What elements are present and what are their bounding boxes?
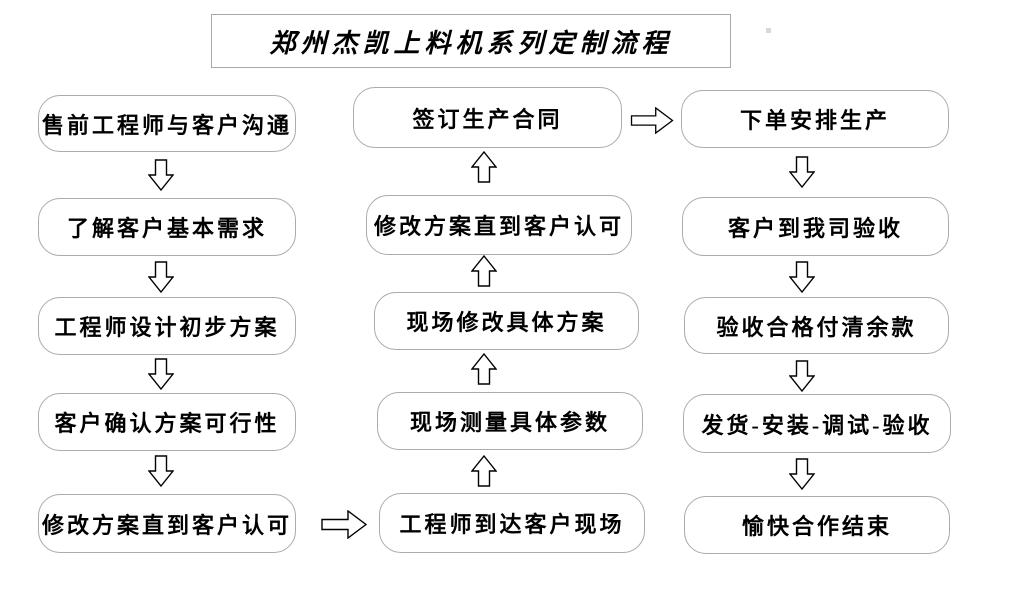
flow-node-label: 工程师到达客户现场 [399,512,625,537]
arrow-up-icon [471,151,497,183]
flow-node-middle-3: 现场修改具体方案 [374,292,639,350]
arrow-down-icon [148,159,174,191]
flow-node-label: 愉快合作结束 [741,514,892,539]
flow-node-label: 签订生产合同 [412,106,563,132]
flow-node-right-2: 客户到我司验收 [682,197,949,256]
flow-node-label: 下单安排生产 [739,108,890,133]
flow-node-label: 了解客户基本需求 [66,216,267,241]
flow-node-left-3: 工程师设计初步方案 [38,297,296,355]
flow-node-label: 客户到我司验收 [727,215,903,241]
flow-node-left-1: 售前工程师与客户沟通 [38,95,296,152]
arrow-down-icon [148,358,174,390]
arrow-down-icon [148,455,174,487]
arrow-right-icon [630,107,674,134]
flow-node-right-3: 验收合格付清余款 [684,297,949,354]
arrow-down-icon [789,360,815,392]
flow-node-label: 验收合格付清余款 [716,314,917,340]
flow-node-right-1: 下单安排生产 [681,90,949,148]
flow-node-label: 现场修改具体方案 [406,310,607,335]
flow-node-label: 现场测量具体参数 [409,410,610,435]
arrow-down-icon [789,156,815,188]
flow-node-label: 修改方案直到客户认可 [41,512,292,538]
flow-node-middle-5: 工程师到达客户现场 [379,493,645,553]
flow-node-left-2: 了解客户基本需求 [38,198,296,256]
arrow-down-icon [789,458,815,490]
diagram-title: 郑州杰凯上料机系列定制流程 [269,28,673,58]
arrow-up-icon [471,455,497,487]
flow-node-label: 售前工程师与客户沟通 [41,112,292,138]
arrow-right-icon [321,510,367,539]
flow-node-right-4: 发货-安装-调试-验收 [683,394,951,453]
flow-node-left-4: 客户确认方案可行性 [38,393,296,451]
flow-node-middle-4: 现场测量具体参数 [377,392,643,450]
flow-node-left-5: 修改方案直到客户认可 [38,494,296,553]
flow-node-label: 发货-安装-调试-验收 [701,412,933,438]
flow-node-middle-1: 签订生产合同 [353,87,622,148]
flow-node-middle-2: 修改方案直到客户认可 [366,195,632,255]
arrow-up-icon [471,353,497,385]
flow-node-label: 修改方案直到客户认可 [373,214,624,239]
arrow-down-icon [148,261,174,293]
arrow-down-icon [789,261,815,293]
arrow-up-icon [471,255,497,287]
diagram-title-box: 郑州杰凯上料机系列定制流程 [211,14,731,68]
flow-node-label: 客户确认方案可行性 [54,411,280,436]
stray-mark [766,28,771,33]
flow-node-right-5: 愉快合作结束 [684,496,950,554]
flow-node-label: 工程师设计初步方案 [54,315,280,340]
